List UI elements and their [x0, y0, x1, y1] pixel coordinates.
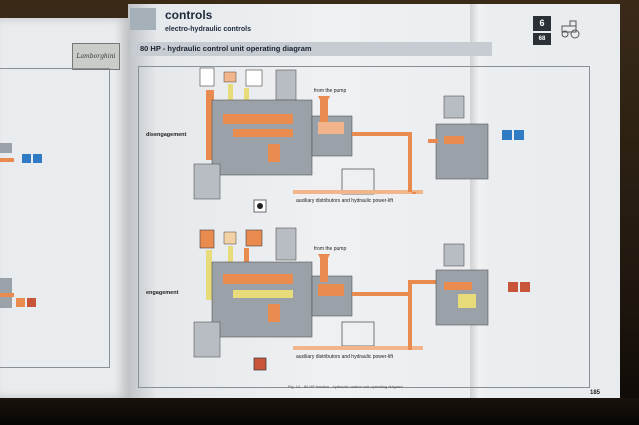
brand-logo: Lamborghini	[72, 43, 120, 70]
left-blue-symbol-icon-2	[33, 154, 42, 163]
bottom-tank	[341, 321, 375, 347]
bottom-actuator-solenoid	[443, 243, 465, 267]
top-piston	[318, 122, 344, 134]
left-oil-line-2	[0, 293, 14, 297]
bottom-line-to-actuator	[352, 292, 412, 296]
top-line-to-actuator	[352, 132, 412, 136]
top-blue-symbol-icon-2	[514, 130, 524, 140]
diagram-frame	[138, 66, 590, 388]
bottom-oil-channel	[223, 274, 293, 284]
bottom-arrow-symbol-icon	[223, 231, 237, 245]
top-oil-channel-3	[268, 144, 280, 162]
pump-label-bottom: from the pump	[314, 246, 347, 252]
left-diagram-frame	[0, 68, 110, 368]
top-actuator-feed	[428, 139, 438, 143]
top-pump-arrow-icon	[318, 96, 330, 108]
page-number: 185	[590, 390, 601, 396]
chapter-number: 6	[533, 16, 551, 31]
top-solenoid-lower	[193, 163, 221, 200]
right-page: controls electro-hydraulic controls 80 H…	[128, 4, 620, 412]
bottom-pump-feed	[320, 258, 328, 282]
top-arrow-symbol-icon	[223, 71, 237, 83]
figure-caption: Fig. 14 - 80 HP traction - hydraulic con…	[288, 384, 403, 389]
state-label-disengagement: disengagement	[146, 132, 187, 138]
top-oil-channel-2	[233, 129, 293, 137]
bottom-line-right	[408, 280, 438, 284]
bottom-pump-arrow-icon	[318, 254, 330, 266]
bottom-oil-channel-3	[268, 304, 280, 322]
pump-label-top: from the pump	[314, 88, 347, 94]
left-page-diagram	[0, 143, 42, 308]
page-title: controls	[165, 8, 213, 22]
top-line-down	[408, 132, 412, 192]
left-page: Lamborghini	[0, 18, 128, 398]
section-banner: 80 HP - hydraulic control unit operating…	[132, 42, 492, 56]
top-pipe-to-actuator	[412, 192, 416, 194]
bottom-pilot-channel	[233, 290, 293, 298]
bottom-control-unit	[193, 227, 438, 371]
top-oil-channel	[223, 114, 293, 124]
top-valve-housing	[211, 99, 313, 176]
bottom-solenoid-body	[275, 227, 297, 261]
chapter-sub-number: 68	[533, 33, 551, 45]
bottom-pilot-line	[206, 250, 212, 300]
top-actuator-oil	[444, 136, 464, 144]
top-blue-symbol-icon	[502, 130, 512, 140]
table-edge	[0, 398, 639, 425]
top-pump-feed	[320, 100, 328, 122]
left-red-symbol-icon-2	[27, 298, 36, 307]
top-actuator	[428, 95, 524, 180]
left-red-symbol-icon	[16, 298, 25, 307]
top-solenoid-body	[275, 69, 297, 101]
bottom-pressure-switch-icon	[253, 357, 267, 371]
bottom-valve-housing	[211, 261, 313, 338]
bottom-return-line	[293, 346, 423, 350]
bottom-actuator-pilot	[458, 294, 476, 308]
top-pressure-switch-dot	[257, 203, 263, 209]
distributor-label-top: auxiliary distributors and hydraulic pow…	[296, 198, 393, 204]
distributor-label-bottom: auxiliary distributors and hydraulic pow…	[296, 354, 393, 360]
bottom-red-symbol-icon-2	[520, 282, 530, 292]
left-blue-symbol-icon	[22, 154, 31, 163]
bottom-switch-symbol-icon	[199, 229, 215, 249]
top-solenoid-symbol-icon	[245, 69, 263, 87]
bottom-piston	[318, 284, 344, 296]
top-actuator-solenoid	[443, 95, 465, 119]
chapter-marker: 6 68	[533, 16, 551, 46]
top-actuator-housing	[435, 123, 489, 180]
left-oil-line	[0, 158, 14, 162]
top-control-unit	[193, 67, 423, 213]
tractor-icon	[561, 20, 580, 39]
header-logo	[130, 8, 156, 30]
bottom-red-symbol-icon	[508, 282, 518, 292]
state-label-engagement: engagement	[146, 290, 179, 296]
bottom-solenoid-lower	[193, 321, 221, 358]
page-subtitle: electro-hydraulic controls	[165, 26, 251, 33]
bottom-line-down	[408, 280, 412, 350]
top-switch-symbol-icon	[199, 67, 215, 87]
left-valve-fragment	[0, 143, 12, 153]
bottom-actuator	[435, 243, 530, 326]
hydraulic-diagram	[193, 67, 530, 371]
top-return-line	[293, 190, 423, 194]
bottom-actuator-oil	[444, 282, 472, 290]
section-banner-text: 80 HP - hydraulic control unit operating…	[140, 44, 312, 53]
bottom-solenoid-symbol-icon	[245, 229, 263, 247]
top-oil-line-left	[206, 90, 214, 160]
